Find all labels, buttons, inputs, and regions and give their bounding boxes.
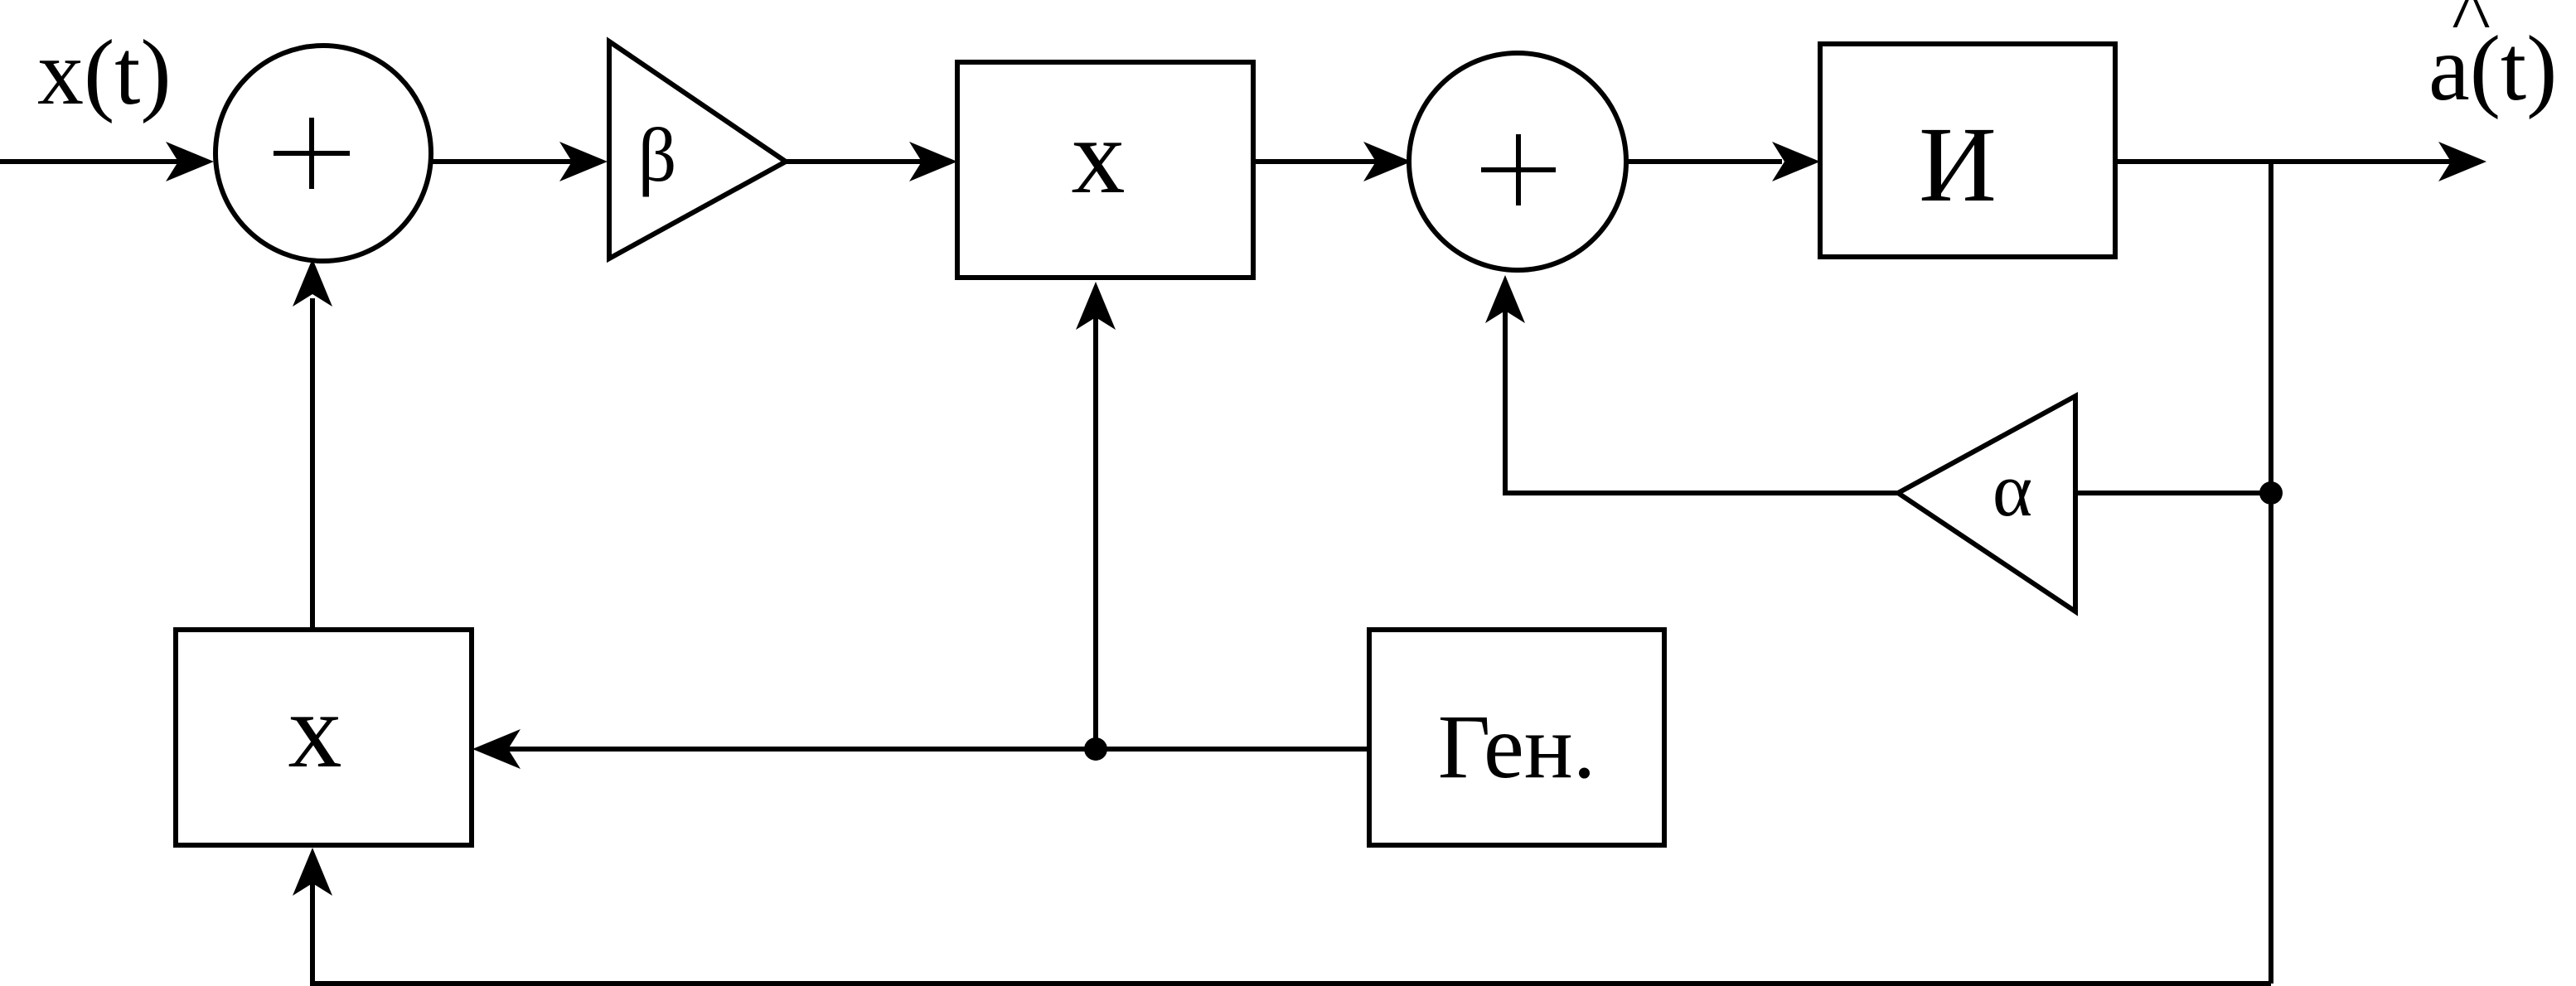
arrowhead-to-bottom-mult xyxy=(472,729,521,769)
sum-right xyxy=(1407,51,1629,273)
arrowhead-output xyxy=(2438,142,2486,181)
arrowhead-up-to-top-mult xyxy=(1076,282,1116,330)
multiplier-bottom-label: x xyxy=(288,671,342,790)
junction-dot-generator xyxy=(1084,737,1107,761)
sum-left xyxy=(213,43,433,263)
arrowhead-up-to-sum-left xyxy=(293,259,332,307)
arrowhead-up-to-sum-right xyxy=(1485,275,1525,323)
integrator: И xyxy=(1818,41,2118,259)
arrowhead-to-sum-left xyxy=(166,142,214,181)
multiplier-top-label: x xyxy=(1072,97,1126,216)
generator-label: Ген. xyxy=(1438,696,1595,797)
amplifier-beta-triangle xyxy=(607,36,791,263)
amplifier-alpha-label: α xyxy=(1993,447,2032,532)
amplifier-alpha-triangle xyxy=(1893,391,2078,616)
generator-box xyxy=(1367,627,1667,848)
amplifier-beta: β xyxy=(607,36,791,263)
amplifier-beta-label: β xyxy=(638,113,677,197)
integrator-label: И xyxy=(1919,105,1997,225)
generator: Ген. xyxy=(1367,627,1667,848)
junction-dot-output xyxy=(2259,481,2283,505)
arrowhead-up-to-bottom-mult xyxy=(293,848,332,896)
integrator-box xyxy=(1818,41,2118,259)
output-signal-hat: ^ xyxy=(2452,0,2491,61)
input-signal-label: x(t) xyxy=(37,22,172,124)
multiplier-bottom-box xyxy=(173,627,474,848)
amplifier-alpha: α xyxy=(1893,391,2078,616)
output-signal-label: a(t) xyxy=(2428,17,2557,120)
wire-alpha-feedback xyxy=(1503,298,1898,495)
arrowhead-to-top-mult xyxy=(909,142,957,181)
arrowhead-to-sum-right xyxy=(1363,142,1411,181)
arrowhead-to-beta xyxy=(559,142,608,181)
multiplier-top-box xyxy=(955,60,1256,280)
wire-output-feedback-bottom xyxy=(310,878,2271,986)
multiplier-top: x xyxy=(955,60,1256,280)
multiplier-bottom: x xyxy=(173,627,474,848)
arrowhead-to-integrator xyxy=(1772,142,1820,181)
